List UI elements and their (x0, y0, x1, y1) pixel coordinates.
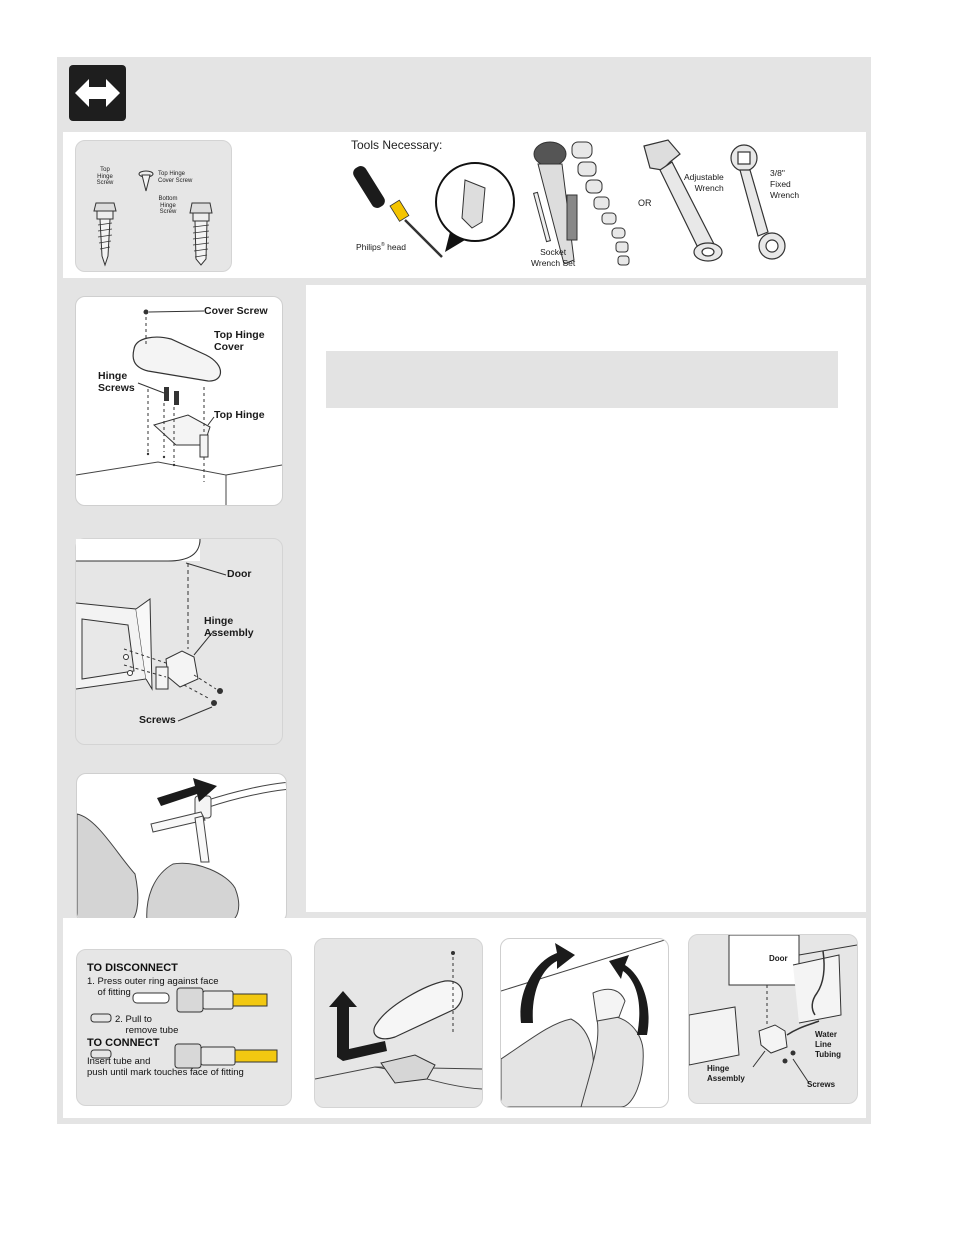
disconnect-step1: 1. Press outer ring against face of fitt… (87, 976, 219, 998)
lift-arrow-icon (329, 991, 387, 1061)
top-hinge-label: Top Hinge (214, 409, 265, 421)
bottom-hinge-screw-label: Bottom Hinge Screw (158, 196, 178, 215)
water-line-tubing-label: Water Line Tubing (815, 1030, 842, 1059)
tube-disconnect-figure (76, 773, 287, 923)
tools-illustration (353, 139, 786, 266)
hinge-assembly-icon (758, 1024, 788, 1054)
screws-illustration (93, 170, 213, 267)
top-hinge-cover-icon (132, 336, 222, 382)
or-label: OR (638, 198, 652, 208)
screw-icon (211, 688, 223, 706)
water-line-tubing-icon (786, 1020, 820, 1036)
socket-wrench-set-label: Socket Wrench Set (531, 247, 576, 268)
hinge-assembly-icon (155, 650, 199, 690)
top-hinge-figure: Cover Screw Top Hinge Cover Hinge Screws… (75, 296, 283, 506)
water-door-label: Door (769, 954, 788, 963)
page-header (57, 57, 871, 132)
pointing-hand-icon (90, 1049, 112, 1059)
socket-wrench-set-icon (532, 141, 630, 266)
hinge-assembly-figure: Door Hinge Assembly Screws (75, 538, 283, 745)
quick-connect-card: TO DISCONNECT 1. Press outer ring agains… (76, 949, 292, 1106)
cover-screw-label: Cover Screw (204, 305, 268, 317)
door-label: Door (227, 568, 252, 580)
water-hinge-assembly-label: Hinge Assembly (707, 1064, 745, 1083)
hinge-screw-icon (164, 387, 179, 405)
connect-text: Insert tube and push until mark touches … (87, 1056, 244, 1078)
direction-arrow-icon (157, 778, 217, 806)
connect-title: TO CONNECT (87, 1037, 160, 1049)
fixed-wrench-label: 3/8" Fixed Wrench (770, 168, 800, 200)
top-hinge-screw-label: Top Hinge Screw (96, 167, 114, 186)
top-hinge-cover-label: Top Hinge Cover (214, 329, 265, 353)
screws-label: Screws (139, 714, 176, 726)
hinge-assembly-label: Hinge Assembly (204, 615, 254, 639)
adjustable-wrench-icon (643, 139, 723, 262)
adjustable-wrench-label: Adjustable Wrench (684, 172, 724, 193)
fitting-disconnect-icon (132, 987, 268, 1013)
double-arrow-icon (69, 65, 126, 121)
fixed-wrench-icon (730, 144, 786, 260)
cover-lift-figure (314, 938, 483, 1108)
pointing-hand-icon (90, 1013, 112, 1023)
screw-icon (782, 1050, 796, 1064)
top-hinge-cover-screw-label: Top Hinge Cover Screw (158, 171, 193, 184)
note-box (326, 351, 838, 408)
philips-head-label: Philips® head (356, 241, 407, 252)
hinge-screws-label: Hinge Screws (98, 370, 135, 394)
fitting-connect-icon (174, 1043, 278, 1069)
disconnect-step2: 2. Pull to remove tube (115, 1014, 179, 1036)
water-screws-label: Screws (807, 1080, 836, 1089)
disconnect-title: TO DISCONNECT (87, 962, 178, 974)
rotate-arrow-icon (609, 955, 649, 1035)
screwdriver-icon (353, 166, 443, 258)
rotate-hinge-figure (500, 938, 669, 1108)
screws-card: Top Hinge Screw Top Hinge Cover Screw Bo… (75, 140, 232, 272)
philips-bit-icon (435, 162, 515, 252)
rotate-arrow-icon (520, 943, 575, 1023)
tools-title: Tools Necessary: (351, 138, 443, 152)
water-line-figure: Door Water Line Tubing Hinge Assembly Sc… (688, 934, 858, 1104)
